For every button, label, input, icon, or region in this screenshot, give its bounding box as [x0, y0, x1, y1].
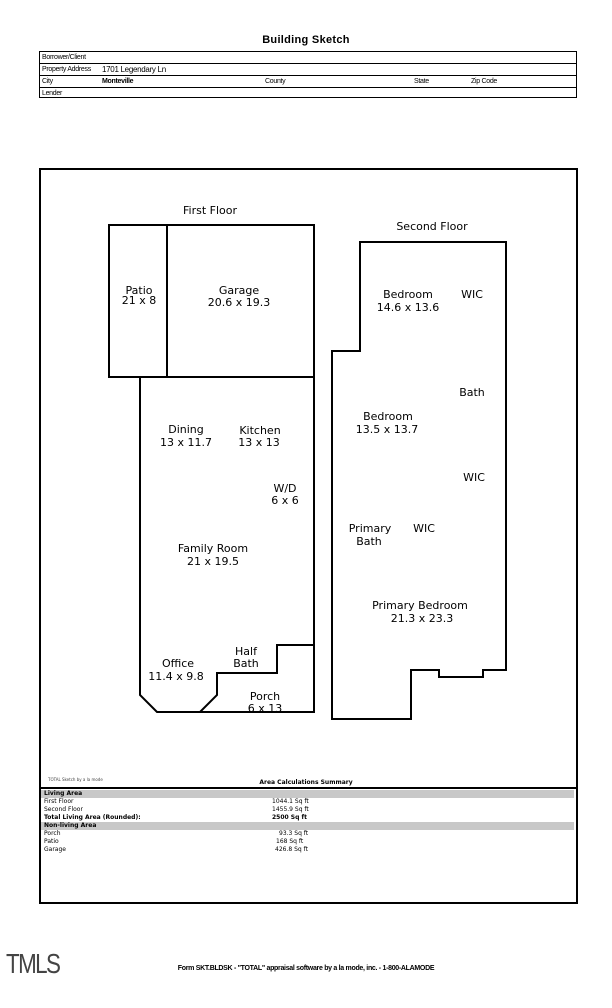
room-dims: 21 x 19.5: [187, 555, 239, 568]
floor-plan: First Floor Patio 21 x 8 Garage 20.6 x 1…: [108, 204, 507, 720]
first-floor-wall: [139, 377, 314, 713]
living-area-header: Living Area: [41, 790, 574, 798]
row-value: 1044.1 Sq ft: [272, 798, 309, 805]
room-dims: 21 x 8: [122, 294, 157, 307]
lender-label: Lender: [42, 90, 62, 97]
nonliving-area-header: Non-living Area: [41, 822, 574, 830]
city-label: City: [42, 78, 53, 85]
second-floor-outline: [331, 241, 507, 720]
row-value: 168 Sq ft: [276, 838, 304, 845]
address-value: 1701 Legendary Ln: [102, 65, 166, 74]
summary-row: Patio 168 Sq ft: [41, 838, 574, 846]
row-label: Second Floor: [44, 806, 83, 813]
room-name: Bedroom: [363, 410, 413, 423]
room-name: Bath: [459, 386, 485, 399]
room-dims: Bath: [233, 657, 259, 670]
room-name: Dining: [168, 423, 204, 436]
sketch-note: TOTAL Sketch by a la mode: [48, 777, 103, 782]
row-label: Porch: [44, 830, 61, 837]
room-name: Office: [162, 657, 194, 670]
second-floor-title: Second Floor: [396, 220, 468, 233]
row-value: 426.8 Sq ft: [275, 846, 308, 853]
address-row: Property Address 1701 Legendary Ln: [40, 64, 576, 76]
room-dims: 21.3 x 23.3: [391, 612, 454, 625]
room-name: WIC: [461, 288, 483, 301]
total-value: 2500 Sq ft: [272, 814, 307, 821]
borrower-row: Borrower/Client: [40, 52, 576, 64]
room-dims: 6 x 13: [248, 702, 283, 715]
row-value: 93.3 Sq ft: [279, 830, 309, 837]
summary-row: Garage 426.8 Sq ft: [41, 846, 574, 854]
row-label: First Floor: [44, 798, 74, 805]
room-dims: 11.4 x 9.8: [148, 670, 204, 683]
room-name: Patio: [126, 284, 153, 297]
room-name: Kitchen: [239, 424, 280, 437]
room-name: Bedroom: [383, 288, 433, 301]
summary-title: Area Calculations Summary: [259, 779, 353, 786]
room-dims: 13.5 x 13.7: [356, 423, 419, 436]
room-name: Porch: [250, 690, 280, 703]
area-summary: Living Area First Floor 1044.1 Sq ft Sec…: [41, 790, 574, 854]
page-title: Building Sketch: [262, 34, 350, 46]
patio-garage-outline: [108, 224, 315, 378]
city-row: City Monteville County State Zip Code: [40, 76, 576, 88]
room-dims: 6 x 6: [271, 494, 299, 507]
room-name: W/D: [273, 482, 296, 495]
address-label: Property Address: [42, 66, 91, 73]
city-value: Monteville: [102, 78, 134, 85]
room-dims: 14.6 x 13.6: [377, 301, 440, 314]
row-label: Patio: [44, 838, 59, 845]
zip-label: Zip Code: [471, 78, 498, 85]
room-name: WIC: [413, 522, 435, 535]
total-label: Total Living Area (Rounded):: [44, 814, 141, 821]
footer-text: Form SKT.BLDSK - "TOTAL" appraisal softw…: [177, 965, 435, 972]
borrower-label: Borrower/Client: [42, 54, 86, 61]
sketch-frame: [39, 168, 578, 904]
county-label: County: [265, 78, 286, 85]
first-floor-wall-right: [200, 377, 315, 713]
room-dims: Bath: [356, 535, 382, 548]
total-row: Total Living Area (Rounded): 2500 Sq ft: [41, 814, 574, 822]
summary-row: Second Floor 1455.9 Sq ft: [41, 806, 574, 814]
room-dims: 13 x 13: [238, 436, 280, 449]
header-table: Borrower/Client Property Address 1701 Le…: [39, 51, 577, 98]
room-name: Primary Bedroom: [372, 599, 468, 612]
room-name: Family Room: [178, 542, 248, 555]
room-name: Primary: [349, 522, 392, 535]
row-label: Garage: [44, 846, 66, 853]
room-dims: 13 x 11.7: [160, 436, 212, 449]
room-name: Garage: [219, 284, 260, 297]
summary-row: Porch 93.3 Sq ft: [41, 830, 574, 838]
room-dims: 20.6 x 19.3: [208, 296, 271, 309]
tmls-logo: TMLS: [6, 948, 61, 979]
room-name: WIC: [463, 471, 485, 484]
summary-divider: [39, 787, 576, 789]
room-name: Half: [235, 645, 258, 658]
first-floor-title: First Floor: [183, 204, 237, 217]
summary-row: First Floor 1044.1 Sq ft: [41, 798, 574, 806]
state-label: State: [414, 78, 429, 85]
row-value: 1455.9 Sq ft: [272, 806, 309, 813]
lender-row: Lender: [40, 88, 576, 99]
